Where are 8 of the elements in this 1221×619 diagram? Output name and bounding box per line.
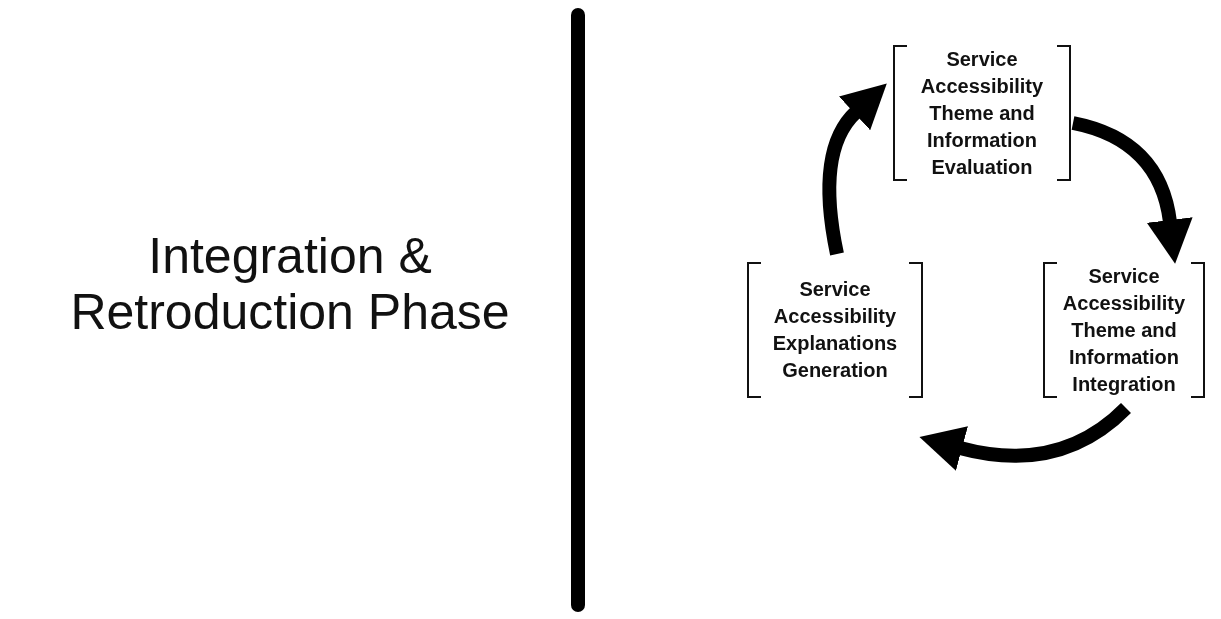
- phase-title: Integration & Retroduction Phase: [69, 228, 511, 340]
- vertical-divider-bar: [571, 8, 585, 612]
- curved-arrow: [822, 81, 885, 256]
- curved-arrow: [919, 402, 1131, 471]
- curved-arrow: [1071, 116, 1193, 264]
- step-label: Service Accessibility Theme and Information Evaluation: [919, 46, 1045, 180]
- step-label: Service Accessibility Explanations Generation: [771, 277, 899, 383]
- step-label: Service Accessibility Theme and Information Integration: [1061, 263, 1187, 397]
